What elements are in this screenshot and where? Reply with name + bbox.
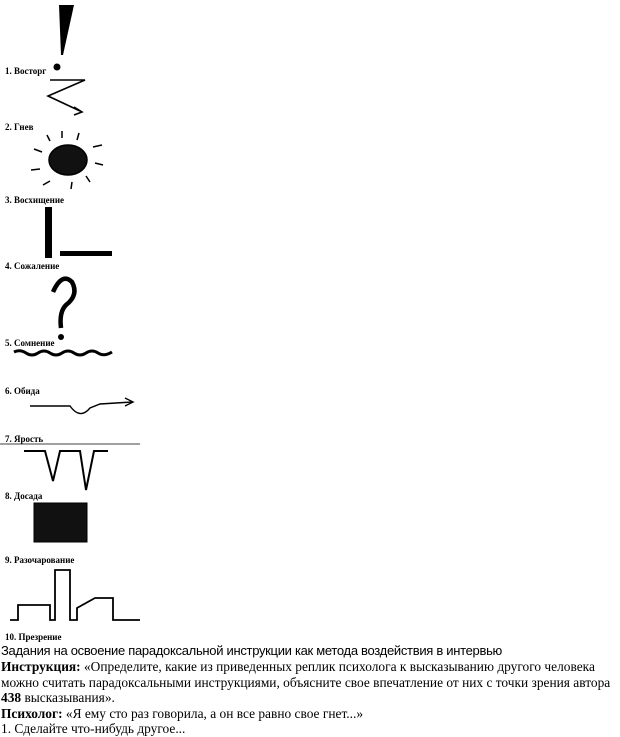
section-title: Задания на освоение парадоксальной инстр…	[1, 643, 502, 658]
instruction-text-end: высказывания».	[21, 690, 115, 705]
psychologist-line: Психолог: «Я ему сто раз говорила, а он …	[1, 706, 619, 722]
psychologist-quote: «Я ему сто раз говорила, а он все равно …	[62, 706, 364, 721]
question-mark-drawing	[50, 276, 77, 329]
exclamation-drawing	[53, 5, 74, 71]
answer-item: 1. Сделайте что-нибудь другое...	[1, 721, 186, 736]
emotion-label: 4. Сожаление	[5, 261, 60, 271]
instruction-text: «Определите, какие из приведенных реплик…	[1, 659, 611, 690]
step-skyline-drawing	[10, 569, 140, 621]
scribbled-square-drawing	[33, 502, 88, 543]
emotion-label: 6. Обида	[5, 386, 40, 396]
emotion-drawings	[0, 5, 140, 621]
page-number: 438	[1, 690, 22, 705]
emotion-label: 8. Досада	[5, 491, 43, 501]
l-shape-drawing	[45, 207, 112, 258]
emotion-label: 3. Восхищение	[5, 195, 65, 205]
zigzag-arrow-drawing	[46, 79, 86, 116]
emotion-label: 5. Сомнение	[5, 338, 55, 348]
psychologist-label: Психолог:	[1, 706, 63, 721]
emotion-label: 10. Презрение	[5, 632, 62, 642]
double-spike-drawing	[24, 450, 108, 491]
sun-drawing	[30, 131, 104, 190]
emotion-label: 2. Гнев	[5, 122, 34, 132]
emotion-label: 7. Ярость	[5, 434, 44, 444]
instruction-paragraph: Инструкция: «Определите, какие из привед…	[1, 659, 619, 706]
wavy-line-drawing	[13, 349, 113, 357]
instruction-label: Инструкция:	[1, 659, 81, 674]
emotion-label: 9. Разочарование	[5, 555, 75, 565]
emotion-label: 1. Восторг	[5, 66, 47, 76]
dip-arrow-drawing	[30, 397, 135, 415]
